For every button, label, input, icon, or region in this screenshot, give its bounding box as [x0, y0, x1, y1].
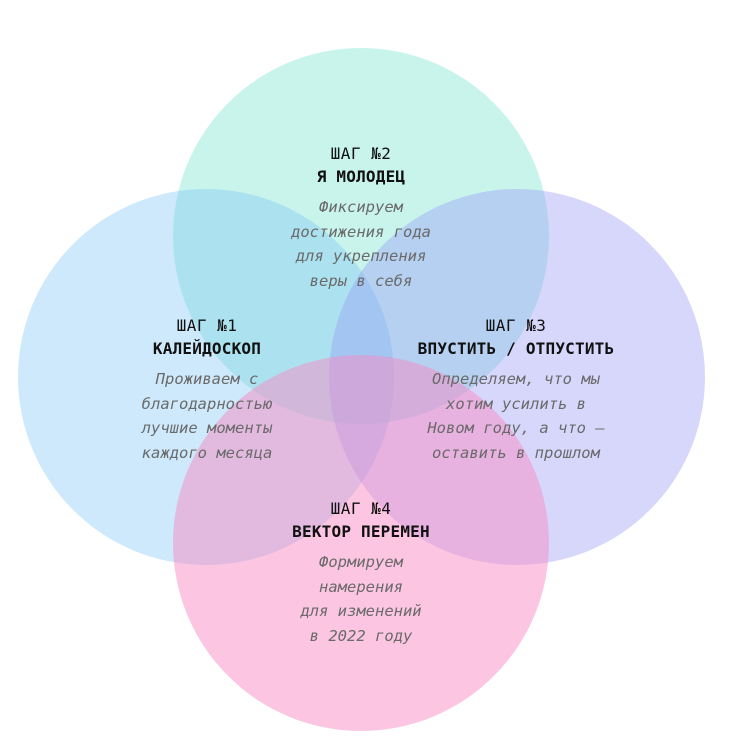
step-4-desc-line: Формируем: [319, 553, 403, 571]
step-1-desc-line: благодарностью: [141, 394, 273, 413]
step-3-desc-line: оставить в прошлом: [432, 443, 600, 462]
step-4-title: ВЕКТОР ПЕРЕМЕН: [292, 522, 430, 541]
step-2-label: ШАГ №2: [330, 144, 392, 163]
circle-step-3: [329, 189, 705, 565]
step-3-block: ШАГ №3 ВПУСТИТЬ / ОТПУСТИТЬ Определяем, …: [366, 315, 666, 465]
step-2-desc-line: веры в себя: [309, 271, 413, 290]
step-3-description: Определяем, что мы хотим усилить в Новом…: [366, 367, 666, 465]
step-1-block: ШАГ №1 КАЛЕЙДОСКОП Проживаем с благодарн…: [57, 315, 357, 465]
circle-step-4: [173, 355, 549, 731]
step-1-description: Проживаем с благодарностью лучшие момент…: [57, 367, 357, 465]
step-2-description: Фиксируем достижения года для укрепления…: [211, 195, 511, 293]
step-1-title: КАЛЕЙДОСКОП: [152, 339, 262, 358]
step-2-title: Я МОЛОДЕЦ: [316, 167, 406, 186]
step-4-description: Формируем намерения для изменений в 2022…: [211, 550, 511, 648]
step-1-desc-line: Проживаем с: [155, 370, 259, 388]
step-2-desc-line: для укрепления: [295, 247, 427, 265]
step-4-label: ШАГ №4: [330, 499, 392, 518]
step-2-block: ШАГ №2 Я МОЛОДЕЦ Фиксируем достижения го…: [211, 143, 511, 293]
step-4-desc-line: в 2022 году: [309, 626, 413, 645]
step-2-desc-line: Фиксируем: [319, 198, 403, 216]
circle-step-1: [18, 189, 394, 565]
step-3-desc-line: хотим усилить в: [446, 394, 586, 413]
step-3-title: ВПУСТИТЬ / ОТПУСТИТЬ: [417, 339, 615, 358]
step-4-desc-line: для изменений: [300, 602, 422, 620]
step-3-desc-line: Определяем, что мы: [432, 370, 600, 388]
step-3-desc-line: Новом году, а что –: [427, 419, 605, 437]
circle-step-2: [173, 48, 549, 424]
step-2-desc-line: достижения года: [291, 222, 431, 241]
step-1-desc-line: каждого месяца: [141, 443, 273, 462]
step-4-block: ШАГ №4 ВЕКТОР ПЕРЕМЕН Формируем намерени…: [211, 498, 511, 648]
step-4-desc-line: намерения: [319, 577, 403, 596]
step-1-label: ШАГ №1: [176, 316, 238, 335]
step-3-label: ШАГ №3: [485, 316, 547, 335]
step-1-desc-line: лучшие моменты: [141, 419, 273, 437]
